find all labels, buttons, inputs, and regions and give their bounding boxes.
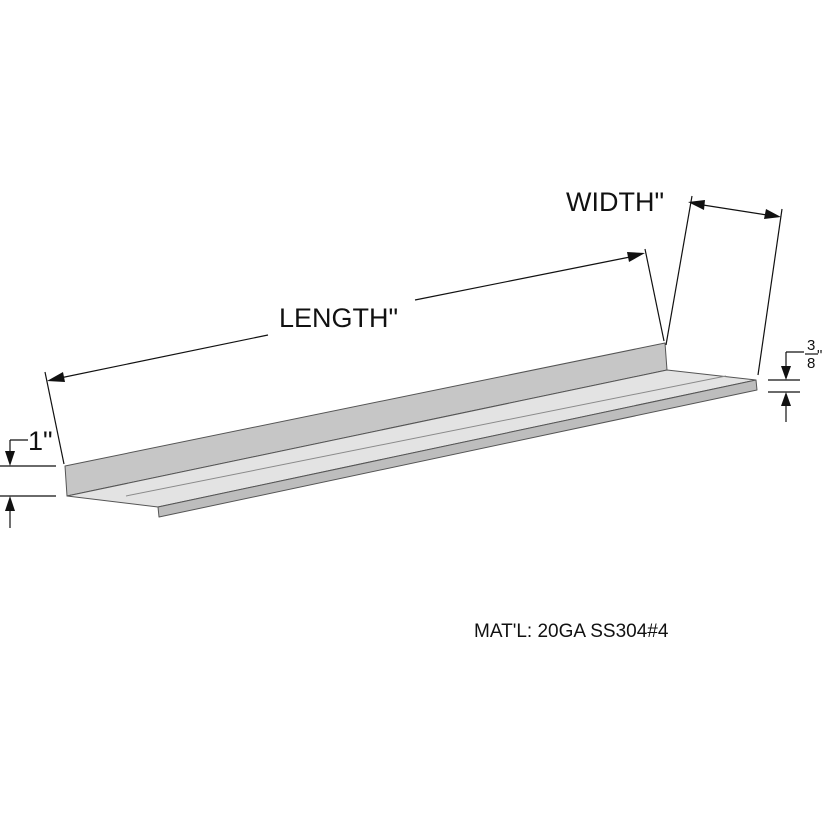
length-dimension: LENGTH" [44, 248, 665, 465]
shelf-part [64, 342, 758, 518]
height-arrow-top [5, 451, 15, 466]
width-dimension: WIDTH" [566, 187, 783, 376]
length-dim-line-right [414, 256, 631, 301]
height-label: 1" [28, 426, 53, 456]
width-arrow-right [764, 209, 781, 219]
width-label: WIDTH" [566, 187, 664, 217]
width-extension-left [665, 195, 693, 346]
length-extension-right [644, 248, 665, 342]
length-label: LENGTH" [279, 303, 398, 333]
lip-arrow-bottom [781, 392, 791, 406]
shelf-front-lip [157, 379, 758, 518]
shelf-fold-line [125, 375, 727, 497]
height-dimension: 1" [0, 426, 56, 528]
length-extension-left [44, 371, 65, 465]
lip-arrow-top [781, 366, 791, 380]
lip-fraction-numerator: 3 [807, 337, 815, 354]
width-dim-line [702, 204, 768, 216]
lip-inch-mark: " [817, 347, 822, 364]
material-note: MAT'L: 20GA SS304#4 [474, 621, 669, 642]
lip-dimension: 3 8 " [768, 337, 822, 422]
length-dim-line-left [59, 334, 269, 379]
lip-fraction-denominator: 8 [807, 355, 815, 372]
length-arrow-right [627, 252, 645, 262]
length-arrow-left [47, 372, 65, 382]
width-arrow-left [688, 200, 705, 210]
width-extension-right [757, 208, 783, 376]
height-arrow-bottom [5, 496, 15, 511]
